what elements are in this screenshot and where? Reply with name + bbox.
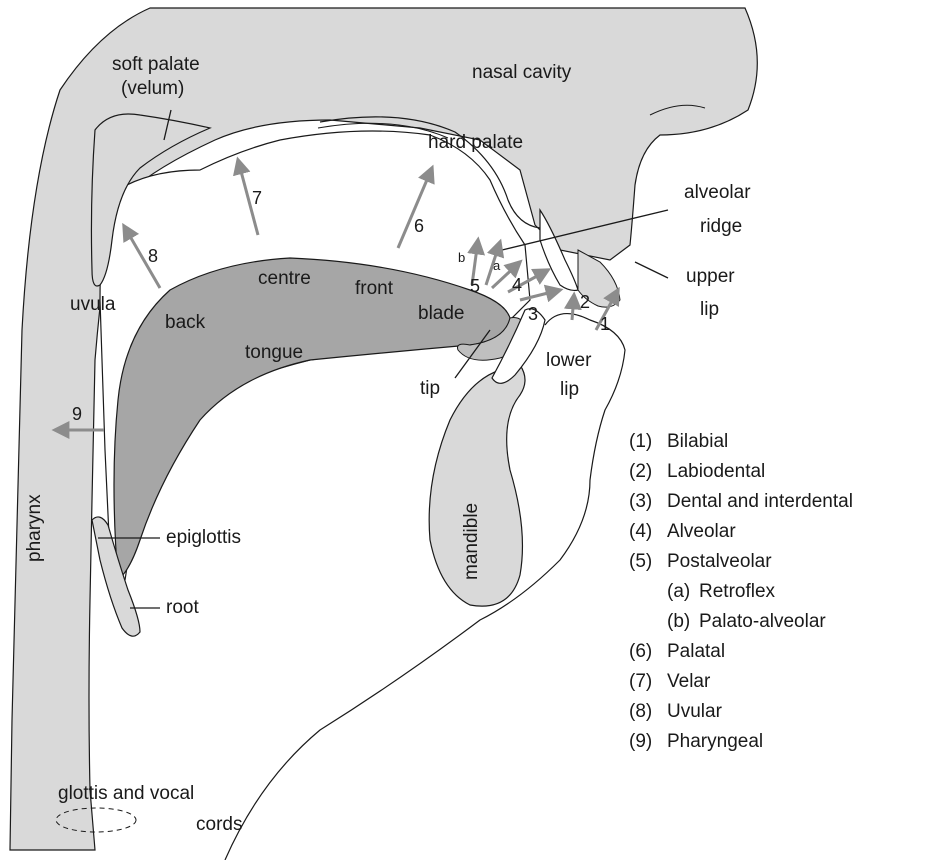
legend-item: (a)Retroflex [629,577,853,607]
label-soft-palate: soft palate [112,54,200,75]
label-tongue: tongue [245,342,303,363]
legend-code: (3) [629,487,667,517]
label-root: root [166,597,199,618]
num-1: 1 [600,314,610,334]
label-glottis: glottis and vocal [58,783,194,804]
num-4: 4 [512,275,522,295]
legend-label: Palato-alveolar [699,611,826,632]
legend-code: (6) [629,637,667,667]
arrow-2 [572,295,574,320]
legend-item: (9)Pharyngeal [629,727,853,757]
num-8: 8 [148,246,158,266]
label-ridge: ridge [700,216,742,237]
legend-label: Bilabial [667,431,728,452]
legend-item: (1)Bilabial [629,427,853,457]
legend-code: (b) [667,607,699,637]
label-lower: lower [546,350,592,371]
num-b: b [458,250,465,265]
legend-code: (5) [629,547,667,577]
legend-label: Velar [667,671,710,692]
legend-item: (2)Labiodental [629,457,853,487]
label-pharynx: pharynx [24,494,45,562]
num-7: 7 [252,188,262,208]
label-cords: cords [196,814,242,835]
legend-label: Retroflex [699,581,775,602]
label-lower-lip: lip [560,379,579,400]
legend-item: (5)Postalveolar [629,547,853,577]
legend-code: (a) [667,577,699,607]
legend-item: (8)Uvular [629,697,853,727]
places-legend: (1)Bilabial(2)Labiodental(3)Dental and i… [629,427,853,757]
label-nasal-cavity: nasal cavity [472,62,572,83]
num-6: 6 [414,216,424,236]
legend-item: (3)Dental and interdental [629,487,853,517]
legend-code: (8) [629,697,667,727]
label-upper: upper [686,266,735,287]
legend-label: Labiodental [667,461,765,482]
legend-item: (7)Velar [629,667,853,697]
legend-code: (9) [629,727,667,757]
label-centre: centre [258,268,311,289]
legend-label: Palatal [667,641,725,662]
label-front: front [355,278,394,299]
legend-item: (b)Palato-alveolar [629,607,853,637]
label-upper-lip: lip [700,299,719,320]
num-3: 3 [528,304,538,324]
legend-item: (6)Palatal [629,637,853,667]
legend-label: Postalveolar [667,551,772,572]
legend-label: Alveolar [667,521,736,542]
num-9: 9 [72,404,82,424]
legend-code: (7) [629,667,667,697]
label-velum: (velum) [121,78,184,99]
label-uvula: uvula [70,294,116,315]
label-tip: tip [420,378,440,399]
legend-code: (2) [629,457,667,487]
legend-label: Uvular [667,701,722,722]
label-mandible: mandible [461,503,482,580]
label-blade: blade [418,303,465,324]
label-back: back [165,312,206,333]
legend-item: (4)Alveolar [629,517,853,547]
legend-code: (1) [629,427,667,457]
legend-label: Pharyngeal [667,731,763,752]
num-5: 5 [470,276,480,296]
num-a: a [493,258,501,273]
num-2: 2 [580,292,590,312]
legend-code: (4) [629,517,667,547]
label-epiglottis: epiglottis [166,527,241,548]
legend-label: Dental and interdental [667,491,853,512]
label-alveolar: alveolar [684,182,751,203]
label-hard-palate: hard palate [428,132,523,153]
